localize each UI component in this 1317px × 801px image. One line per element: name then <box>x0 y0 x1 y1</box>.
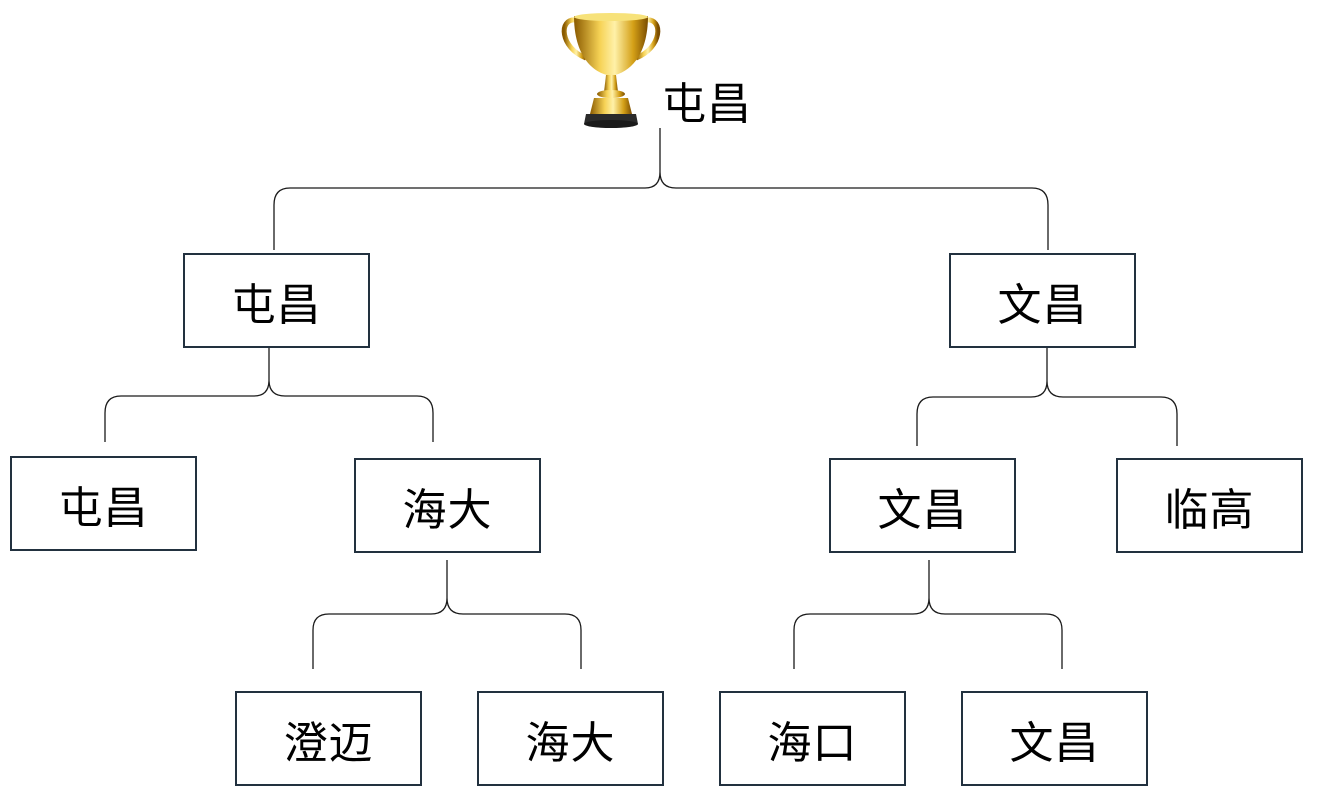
champion-label: 屯昌 <box>662 79 752 130</box>
team-label: 海大 <box>525 717 616 769</box>
team-label: 屯昌 <box>231 279 322 331</box>
first-round-box-1a: 澄迈 <box>235 691 422 786</box>
team-label: 海大 <box>402 484 493 536</box>
quarterfinal-box-right-b: 临高 <box>1116 458 1303 553</box>
semifinal-box-left: 屯昌 <box>183 253 370 348</box>
team-label: 文昌 <box>877 484 968 536</box>
quarterfinal-box-left-a: 屯昌 <box>10 456 197 551</box>
bracket-connector-right-semi <box>916 348 1178 446</box>
semifinal-box-right: 文昌 <box>949 253 1136 348</box>
quarterfinal-box-left-b: 海大 <box>354 458 541 553</box>
first-round-box-2b: 文昌 <box>961 691 1148 786</box>
bracket-connector-final <box>273 128 1049 250</box>
trophy-icon <box>561 13 661 128</box>
team-label: 临高 <box>1164 484 1255 536</box>
bracket-connector-first-round-1 <box>312 560 582 669</box>
first-round-box-1b: 海大 <box>477 691 664 786</box>
first-round-box-2a: 海口 <box>719 691 906 786</box>
team-label: 屯昌 <box>58 482 149 534</box>
team-label: 海口 <box>767 717 858 769</box>
bracket-connector-first-round-2 <box>793 560 1063 669</box>
team-label: 文昌 <box>997 279 1088 331</box>
bracket-connector-left-semi <box>104 348 434 442</box>
quarterfinal-box-right-a: 文昌 <box>829 458 1016 553</box>
team-label: 文昌 <box>1009 717 1100 769</box>
team-label: 澄迈 <box>283 717 374 769</box>
